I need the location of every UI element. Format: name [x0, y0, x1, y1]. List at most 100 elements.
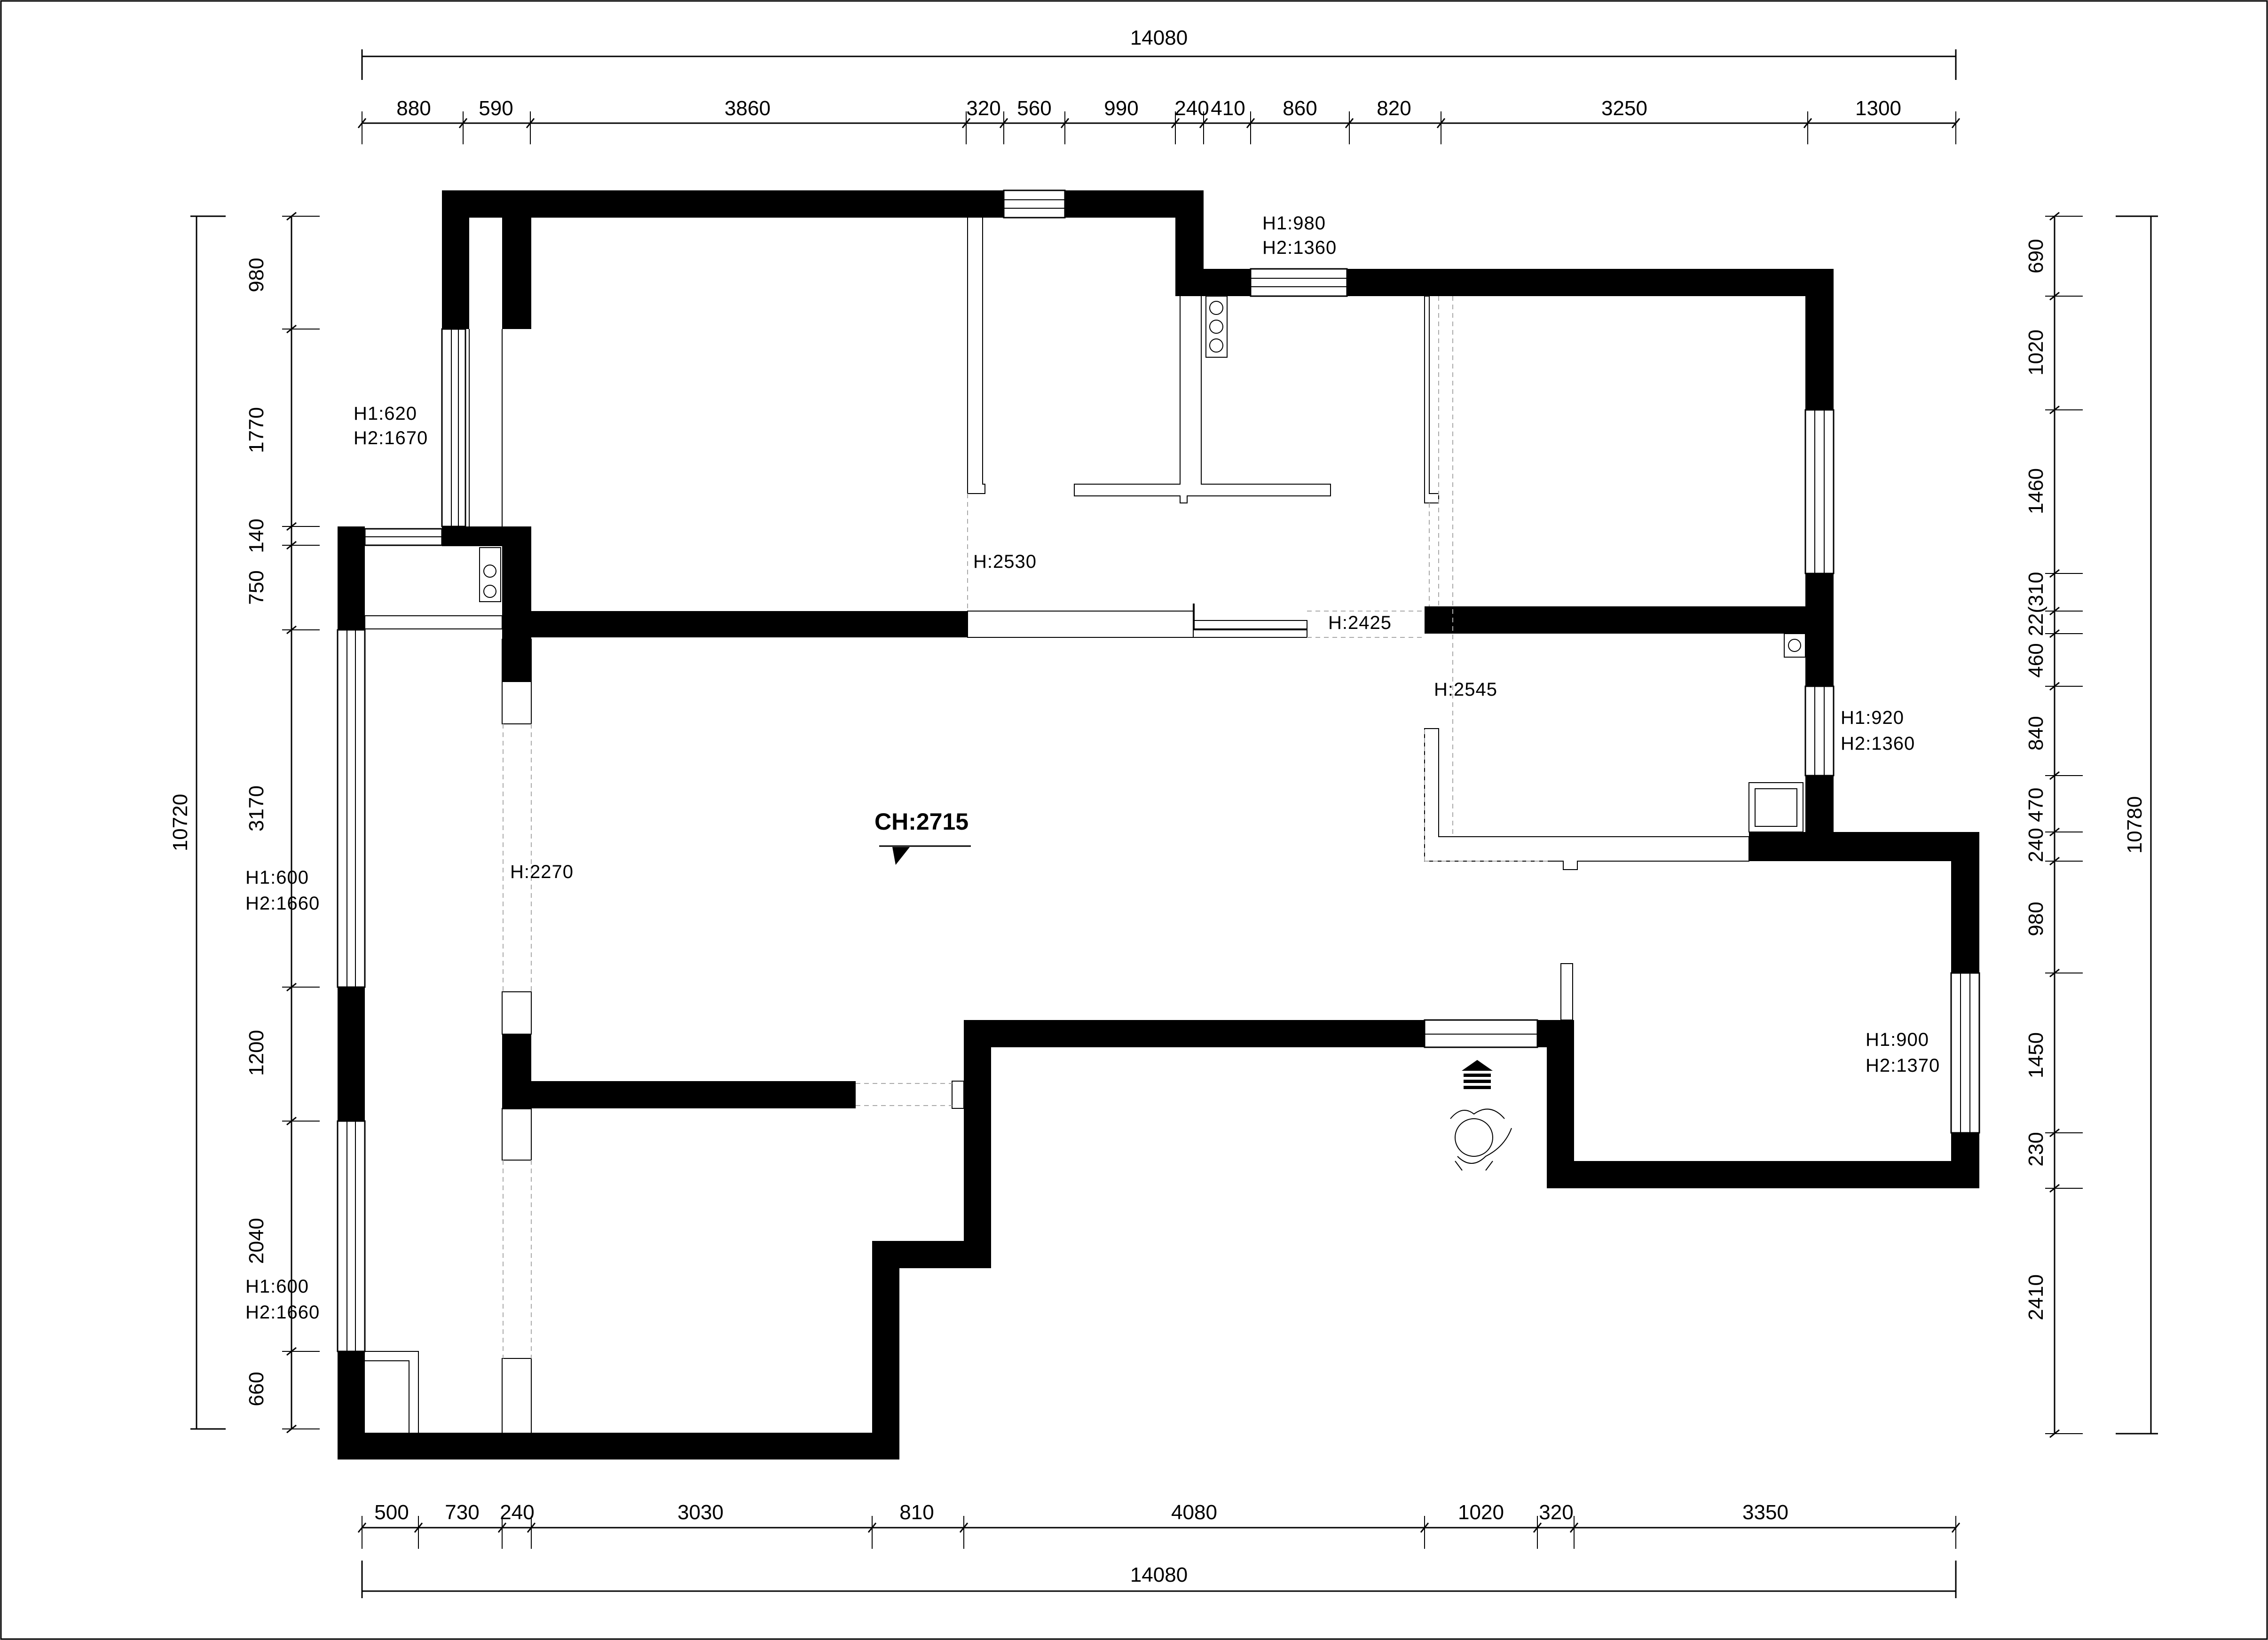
bottom-dim-3: 3030 [677, 1501, 724, 1524]
overall-left-label: 10720 [169, 794, 192, 851]
bottom-dim-7: 320 [1539, 1501, 1573, 1524]
dimension-slash [2049, 968, 2060, 978]
person-figure-icon [1450, 1108, 1512, 1171]
window-3-h2: H2:1360 [1841, 733, 1915, 754]
dimension-slash [1420, 1522, 1429, 1533]
window-6-h2: H2:1660 [245, 1302, 320, 1323]
left-dim-3: 750 [245, 570, 268, 604]
dimension-slash [2049, 569, 2060, 578]
opening-3-height: H:2545 [1434, 679, 1497, 700]
dimension-slash [527, 1522, 536, 1533]
dimension-slash [286, 212, 297, 221]
top-dimension-chain: 880 590 3860 320 560 990 240 410 860 820… [357, 97, 1961, 144]
right-dim-2: 1460 [2024, 468, 2048, 514]
dimension-slash [497, 1522, 507, 1533]
pipe-icon [479, 296, 1806, 658]
entrance-arrow-icon [1462, 1060, 1493, 1089]
top-dim-3: 320 [966, 97, 1000, 120]
dimension-slash [2049, 291, 2060, 301]
window-6-h1: H1:600 [245, 1276, 309, 1297]
dimension-slash [961, 118, 971, 128]
dimension-slash [2049, 1184, 2060, 1193]
bottom-dim-1: 730 [445, 1501, 479, 1524]
dimension-slash [414, 1522, 423, 1533]
dimension-slash [1951, 118, 1961, 128]
bottom-dimension-chain: 500 730 240 3030 810 4080 1020 320 3350 [357, 1501, 1961, 1549]
left-dim-1: 1770 [245, 407, 268, 453]
top-dim-9: 820 [1377, 97, 1411, 120]
dimension-slash [999, 118, 1008, 128]
top-dim-5: 990 [1104, 97, 1138, 120]
dimension-slash [2049, 212, 2060, 221]
top-dim-0: 880 [396, 97, 431, 120]
top-dim-2: 3860 [724, 97, 771, 120]
dimension-slash [1060, 118, 1070, 128]
window-3-h1: H1:920 [1841, 707, 1904, 728]
dimension-slash [2049, 629, 2060, 638]
dimension-slash [357, 118, 367, 128]
opening-1-height: H:2530 [973, 551, 1037, 572]
dimension-slash [1171, 118, 1180, 128]
bottom-dim-4: 810 [899, 1501, 934, 1524]
dimension-slash [959, 1522, 969, 1533]
overall-top-dimension: 14080 [361, 26, 1957, 80]
bottom-dim-6: 1020 [1458, 1501, 1504, 1524]
dimension-slash [286, 1424, 297, 1434]
right-dim-4: 460 [2024, 643, 2048, 677]
window-top-1 [1003, 189, 1066, 219]
left-dim-5: 1200 [245, 1030, 268, 1076]
dimension-slash [357, 1522, 367, 1533]
dimension-slash [1803, 118, 1812, 128]
bottom-dim-5: 4080 [1171, 1501, 1217, 1524]
window-4-h1: H1:600 [245, 867, 309, 888]
window-1-h2: H2:1360 [1262, 237, 1337, 258]
dimension-slash [867, 1522, 877, 1533]
top-dim-7: 410 [1211, 97, 1245, 120]
left-dim-6: 2040 [245, 1218, 268, 1264]
dimension-slash [2049, 1429, 2060, 1438]
top-dim-11: 1300 [1855, 97, 1901, 120]
dashed-openings [503, 296, 1551, 1358]
window-2-h2: H2:1670 [354, 428, 428, 448]
right-dimensions: 10780 690 1020 1460 22(310 460 840 240 4… [2024, 212, 2158, 1438]
bottom-dim-8: 3350 [1742, 1501, 1788, 1524]
right-dim-6: 240 470 [2024, 787, 2048, 862]
window-labels: H1:980 H2:1360 H1:620 H2:1670 H1:920 H2:… [245, 213, 1940, 1323]
dimension-slash [286, 625, 297, 635]
top-dim-8: 860 [1283, 97, 1317, 120]
dimension-slash [526, 118, 535, 128]
bottom-dim-0: 500 [374, 1501, 409, 1524]
window-4-h2: H2:1660 [245, 893, 320, 914]
dimension-slash [2049, 682, 2060, 691]
overall-bottom-label: 14080 [1130, 1563, 1188, 1586]
partitions [364, 217, 1749, 1434]
bottom-dim-2: 240 [500, 1501, 534, 1524]
top-dim-4: 560 [1017, 97, 1051, 120]
window-left-outer-2 [337, 1120, 366, 1352]
dimension-slash [286, 522, 297, 531]
dimension-slash [1345, 118, 1354, 128]
top-dim-10: 3250 [1601, 97, 1647, 120]
dimension-slash [2049, 827, 2060, 837]
dimension-slash [286, 541, 297, 550]
dimension-slash [2049, 405, 2060, 415]
boiler-icon [1748, 782, 1803, 832]
dimension-slash [2049, 771, 2060, 780]
window-top-2 [1250, 268, 1348, 297]
right-dim-3: 22(310 [2024, 572, 2048, 636]
dimension-slash [1246, 118, 1255, 128]
right-dim-9: 230 [2024, 1132, 2048, 1166]
ceiling-height-marker: CH:2715 [874, 808, 971, 865]
window-left-outer-1 [337, 629, 366, 988]
window-2-h1: H1:620 [354, 403, 417, 424]
top-dim-6: 240 [1174, 97, 1209, 120]
opening-2-height: H:2425 [1328, 612, 1392, 633]
opening-labels: H:2530 H:2425 H:2545 H:2270 [510, 551, 1497, 882]
window-5-h2: H2:1370 [1866, 1055, 1940, 1076]
dimension-slash [2049, 606, 2060, 616]
overall-top-label: 14080 [1130, 26, 1188, 49]
windows [337, 189, 1980, 1352]
overall-right-label: 10780 [2123, 796, 2146, 854]
